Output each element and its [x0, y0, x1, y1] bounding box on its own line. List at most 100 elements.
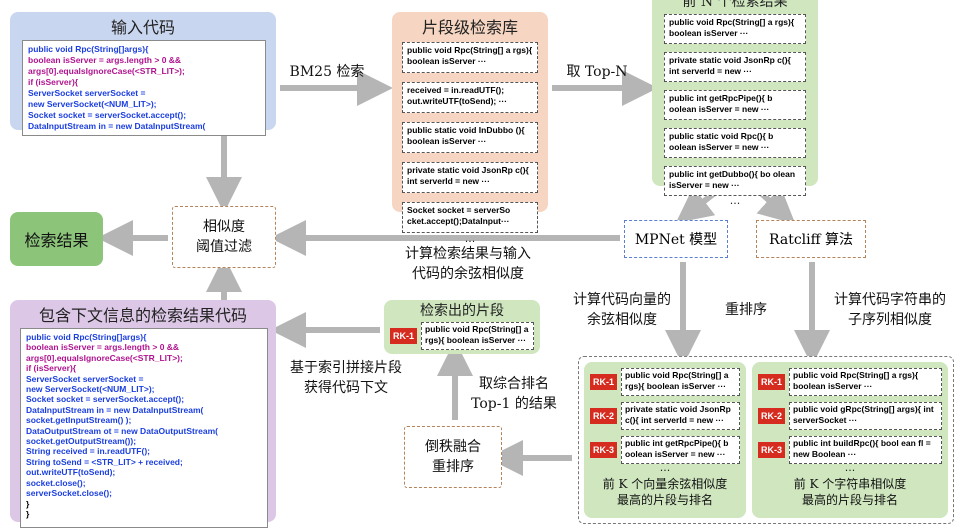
code-line: out.writeUTF(toSend); — [26, 467, 116, 478]
context-code-block: public void Rpc(String[]args){ boolean i… — [20, 328, 268, 528]
caption-line: 最高的片段与排名 — [801, 493, 898, 507]
retrieval-result-label: 检索结果 — [24, 231, 89, 250]
caption-line: 前 K 个向量余弦相似度 — [602, 477, 728, 491]
label-line: 获得代码下文 — [304, 380, 388, 396]
rank-caption: 前 K 个字符串相似度 最高的片段与排名 — [752, 476, 948, 508]
label-line: Top-1 的结果 — [471, 396, 557, 412]
library-ellipsis: ··· — [464, 235, 476, 248]
code-line: serverSocket.close(); — [26, 488, 112, 499]
rank-snippet: public void Rpc(String[] a rgs){ boolean… — [621, 368, 740, 396]
library-snippet: public void Rpc(String[] a rgs){ boolean… — [402, 42, 538, 73]
code-line: socket.getOutputStream()); — [26, 436, 137, 447]
ratcliff-algorithm-box: Ratcliff 算法 — [756, 220, 866, 258]
code-line: ServerSocket serverSocket = — [26, 373, 144, 384]
rank-snippet: public int getRpcPipe(){ b oolean isServ… — [621, 436, 740, 464]
label-line: 余弦相似度 — [587, 312, 657, 328]
topn-snippet: public static void Rpc(){ b oolean isSer… — [664, 128, 806, 158]
code-line: public void Rpc(String[]args){ — [26, 332, 147, 342]
label-line: 子序列相似度 — [848, 312, 932, 328]
rerank-label: 重排序 — [725, 302, 767, 318]
cosine-input-label: 计算检索结果与输入 代码的余弦相似度 — [368, 244, 568, 284]
rank-badge: RK-1 — [590, 374, 618, 390]
retrieved-snippet-panel: 检索出的片段 RK-1 public void Rpc(String[] a r… — [384, 300, 540, 354]
ratcliff-label: Ratcliff 算法 — [768, 232, 854, 248]
topn-snippet: public int getDubbo(){ bo olean isServer… — [664, 166, 806, 196]
mpnet-model-box: MPNet 模型 — [624, 220, 728, 258]
retrieved-snippet-title: 检索出的片段 — [420, 303, 504, 319]
code-line: new ServerSocket(<NUM_LIT>); — [26, 384, 155, 395]
code-line: boolean isServer = args.length > 0 && — [26, 342, 180, 353]
label-line: 取综合排名 — [479, 376, 549, 392]
label-line: 计算代码字符串的 — [834, 292, 946, 308]
rank-badge: RK-1 — [758, 374, 786, 390]
code-line: public void Rpc(String[]args){ — [28, 44, 149, 54]
retrieved-snippet: public void Rpc(String[] a rgs){ boolean… — [421, 322, 534, 350]
input-code-panel: 输入代码 public void Rpc(String[]args){ bool… — [10, 12, 276, 136]
bm25-label: BM25 检索 — [289, 64, 365, 80]
rank-badge: RK-1 — [390, 328, 418, 344]
code-line: Socket socket = serverSocket.accept(); — [28, 110, 187, 120]
rank-badge: RK-2 — [590, 408, 618, 424]
caption-line: 最高的片段与排名 — [616, 493, 713, 507]
rank-snippet: public void gRpc(String[] args){ int ser… — [789, 402, 942, 430]
string-similarity-label: 计算代码字符串的 子序列相似度 — [820, 290, 960, 330]
code-line: } — [26, 498, 30, 509]
topn-results-panel: 前 N 个检索结果 public void Rpc(String[] a rgs… — [652, 0, 818, 209]
code-line: Socket socket = serverSocket.accept(); — [26, 394, 185, 405]
take-top1-label: 取综合排名 Top-1 的结果 — [462, 374, 566, 414]
mpnet-label: MPNet 模型 — [634, 232, 718, 248]
topn-snippet: public int getRpcPipe(){ b oolean isServ… — [664, 90, 806, 120]
input-code-block: public void Rpc(String[]args){ boolean i… — [22, 40, 266, 136]
code-line: args[0].equalsIgnoreCase(<STR_LIT>); — [26, 352, 183, 363]
code-line: boolean isServer = args.length > 0 && — [28, 55, 182, 65]
library-snippet: private static void JsonRp c(){ int serv… — [402, 162, 538, 193]
rank-row: RK-2 private static void JsonRp c(){ int… — [590, 402, 740, 430]
rank-caption: 前 K 个向量余弦相似度 最高的片段与排名 — [584, 476, 746, 508]
input-code-title: 输入代码 — [110, 18, 175, 37]
rank-row: RK-3 public int getRpcPipe(){ b oolean i… — [590, 436, 740, 464]
threshold-line: 相似度 — [203, 219, 245, 235]
rank-row: RK-2 public void gRpc(String[] args){ in… — [758, 402, 942, 430]
label-line: 基于索引拼接片段 — [290, 360, 402, 376]
rrf-line: 重排序 — [432, 459, 474, 475]
snippet-library-title: 片段级检索库 — [421, 18, 518, 37]
topn-ellipsis: ··· — [729, 197, 741, 210]
rank-badge: RK-2 — [758, 408, 786, 424]
library-snippet: public static void InDubbo (){ boolean i… — [402, 122, 538, 153]
label-line: 代码的余弦相似度 — [412, 266, 524, 282]
code-line: String toSend = <STR_LIT> + received; — [26, 456, 183, 467]
library-snippet: received = in.readUTF(); out.writeUTF(to… — [402, 82, 538, 113]
label-line: 计算代码向量的 — [573, 292, 671, 308]
code-line: if (isServer){ — [28, 77, 79, 87]
snippet-library-panel: 片段级检索库 public void Rpc(String[] a rgs){ … — [392, 12, 548, 247]
caption-line: 前 K 个字符串相似度 — [793, 477, 907, 491]
rrf-rerank-box: 倒秩融合 重排序 — [404, 426, 502, 488]
code-line: new ServerSocket(<NUM_LIT>); — [28, 99, 157, 109]
retrieval-result-box: 检索结果 — [10, 212, 103, 266]
rank-ellipsis: ··· — [659, 464, 671, 477]
rank-snippet: public void Rpc(String[] a rgs){ boolean… — [789, 368, 942, 396]
rank-ellipsis: ··· — [844, 464, 856, 477]
topn-results-title: 前 N 个检索结果 — [682, 0, 788, 10]
code-line: String received = in.readUTF(); — [26, 446, 150, 457]
library-snippet: Socket socket = serverSo cket.accept();D… — [402, 202, 538, 233]
rank-badge: RK-3 — [758, 442, 786, 458]
code-line: ServerSocket serverSocket = — [28, 88, 146, 98]
string-rank-list: RK-1 public void Rpc(String[] a rgs){ bo… — [752, 362, 948, 518]
retrieved-rank-row: RK-1 public void Rpc(String[] a rgs){ bo… — [390, 322, 534, 350]
splice-context-label: 基于索引拼接片段 获得代码下文 — [276, 358, 416, 398]
code-line: } — [26, 508, 30, 519]
rank-snippet: private static void JsonRp c(){ int serv… — [621, 402, 740, 430]
code-line: DataInputStream in = new DataInputStream… — [26, 404, 204, 415]
rank-row: RK-1 public void Rpc(String[] a rgs){ bo… — [758, 368, 942, 396]
code-line: DataInputStream in = new DataInputStream… — [28, 121, 206, 131]
vector-rank-list: RK-1 public void Rpc(String[] a rgs){ bo… — [584, 362, 746, 518]
context-result-panel: 包含下文信息的检索结果代码 public void Rpc(String[]ar… — [10, 300, 276, 528]
topn-label: 取 Top-N — [566, 64, 628, 80]
threshold-line: 阈值过滤 — [196, 239, 252, 255]
context-result-title: 包含下文信息的检索结果代码 — [38, 306, 247, 325]
code-line: socket.close(); — [26, 477, 86, 488]
rrf-line: 倒秩融合 — [425, 439, 481, 455]
topn-snippet: public void Rpc(String[] a rgs){ boolean… — [664, 14, 806, 44]
